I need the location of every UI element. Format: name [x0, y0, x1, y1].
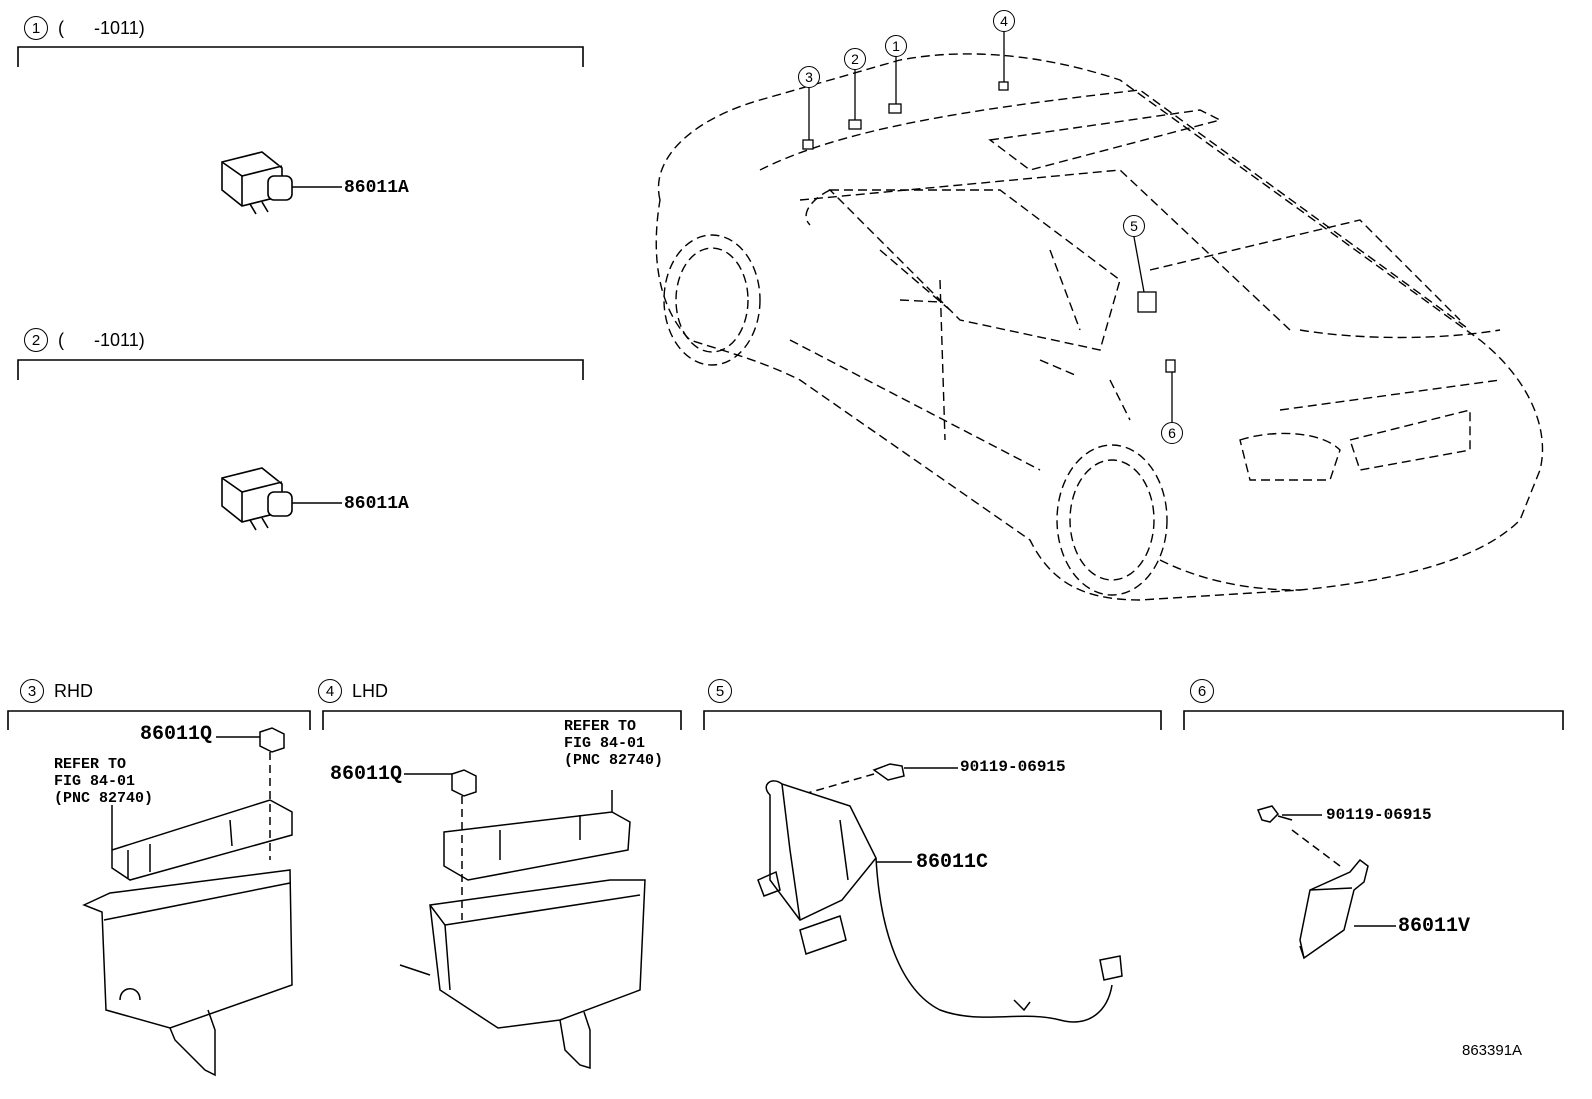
section-1-header: 1 ( -1011) [24, 16, 145, 40]
refer-note-rhd: REFER TO FIG 84-01 (PNC 82740) [54, 756, 153, 807]
section-3-note: RHD [54, 681, 93, 701]
section-2-note: ( -1011) [58, 330, 145, 350]
part-label-86011a-2: 86011A [344, 494, 409, 514]
bracket-5 [703, 710, 1162, 730]
connector-86011a-1 [221, 151, 342, 215]
part-label-86011q-lhd: 86011Q [330, 763, 403, 786]
refer-note-lhd: REFER TO FIG 84-01 (PNC 82740) [564, 718, 663, 769]
section-1-number: 1 [24, 16, 48, 40]
car-callout-3: 3 [798, 66, 820, 88]
refer-line-2: FIG 84-01 [564, 735, 646, 752]
part-label-86011v: 86011V [1398, 915, 1471, 938]
connector-86011a-2 [221, 467, 342, 531]
antenna-module-86011c [757, 763, 1123, 1023]
refer-line-1: REFER TO [54, 756, 127, 773]
bracket-1 [17, 46, 584, 67]
section-4-number: 4 [318, 679, 342, 703]
section-2-header: 2 ( -1011) [24, 328, 145, 352]
wheels [663, 234, 1168, 596]
section-6-header: 6 [1190, 679, 1214, 703]
vehicle-outline [655, 53, 1544, 601]
part-label-86011a-1: 86011A [344, 178, 409, 198]
junction-block-lhd [399, 769, 646, 1070]
section-4-note: LHD [352, 681, 389, 701]
refer-line-3: (PNC 82740) [54, 790, 154, 807]
car-callout-5: 5 [1123, 215, 1145, 237]
bolt-label-6: 90119-06915 [1326, 806, 1432, 824]
bracket-3 [7, 710, 311, 730]
refer-line-1: REFER TO [564, 718, 637, 735]
section-6-number: 6 [1190, 679, 1214, 703]
car-callout-4: 4 [993, 10, 1015, 32]
section-2-number: 2 [24, 328, 48, 352]
refer-line-2: FIG 84-01 [54, 773, 136, 790]
section-4-header: 4 LHD [318, 679, 388, 703]
car-callout-2: 2 [844, 48, 866, 70]
bracket-4 [322, 710, 682, 730]
junction-block-rhd [82, 727, 293, 1077]
refer-line-3: (PNC 82740) [564, 752, 664, 769]
module-86011v [1256, 805, 1396, 960]
bracket-2 [17, 359, 584, 380]
part-label-86011q-rhd: 86011Q [140, 723, 213, 746]
car-callout-6: 6 [1161, 422, 1183, 444]
section-5-number: 5 [708, 679, 732, 703]
car-callout-1: 1 [885, 35, 907, 57]
part-label-86011c: 86011C [916, 851, 989, 874]
figure-code: 863391A [1462, 1042, 1523, 1059]
bracket-6 [1183, 710, 1564, 730]
bolt-label-5: 90119-06915 [960, 758, 1066, 776]
section-1-note: ( -1011) [58, 18, 145, 38]
section-3-number: 3 [20, 679, 44, 703]
section-5-header: 5 [708, 679, 732, 703]
section-3-header: 3 RHD [20, 679, 93, 703]
